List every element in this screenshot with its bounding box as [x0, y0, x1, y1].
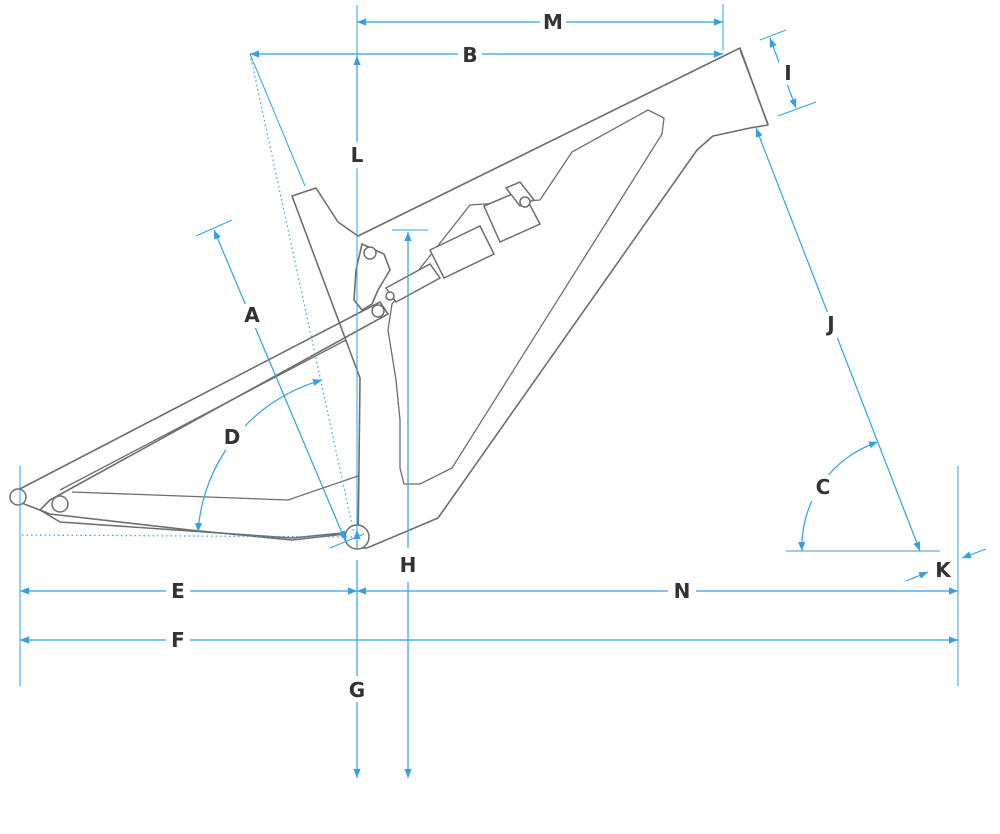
label-i: I: [784, 61, 791, 85]
dimension-lines: [19, 4, 987, 778]
bike-frame: [9, 47, 769, 550]
axle-dotted-line: [21, 534, 358, 538]
dimension-labels: M B I L A J D C H K E N F G: [166, 10, 954, 702]
chainstay-pivot: [51, 495, 69, 513]
shock-lower-pivot: [385, 291, 395, 301]
seatstay-pivot: [371, 304, 385, 318]
label-n: N: [674, 579, 691, 603]
dim-b-dotted: [249, 53, 355, 535]
rocker-pivot: [363, 246, 377, 260]
head-tube-line: [739, 49, 769, 125]
rear-axle-icon: [9, 488, 27, 506]
label-c: C: [816, 475, 831, 499]
label-j: J: [825, 312, 834, 336]
label-l: L: [351, 143, 364, 167]
rocker-link: [353, 243, 391, 311]
front-triangle-inner: [387, 109, 665, 485]
dim-a-line: [213, 229, 346, 541]
label-e: E: [171, 579, 185, 603]
dim-i-ext-bottom: [777, 101, 817, 117]
dim-a-ext-bottom: [329, 533, 365, 549]
label-h: H: [400, 553, 417, 577]
rear-triangle-outer: [13, 301, 389, 539]
dim-a-ext-top: [195, 219, 233, 237]
label-m: M: [543, 10, 563, 34]
dim-k-arrow-left: [905, 571, 929, 582]
front-triangle-outline: [291, 47, 769, 549]
label-f: F: [171, 628, 185, 652]
dim-i-ext-top: [759, 29, 787, 41]
rear-triangle-inner: [59, 339, 359, 501]
dim-j-line: [755, 127, 921, 552]
seat-tube-axis: [249, 53, 306, 187]
rear-shock: [384, 181, 542, 303]
label-a: A: [244, 303, 260, 327]
dim-d-arc: [195, 378, 323, 533]
dim-k-arrow-right: [961, 548, 987, 559]
label-d: D: [224, 425, 241, 449]
label-b: B: [462, 43, 477, 67]
shock-upper-pivot: [519, 196, 531, 208]
label-k: K: [935, 558, 952, 582]
label-g: G: [349, 678, 365, 702]
